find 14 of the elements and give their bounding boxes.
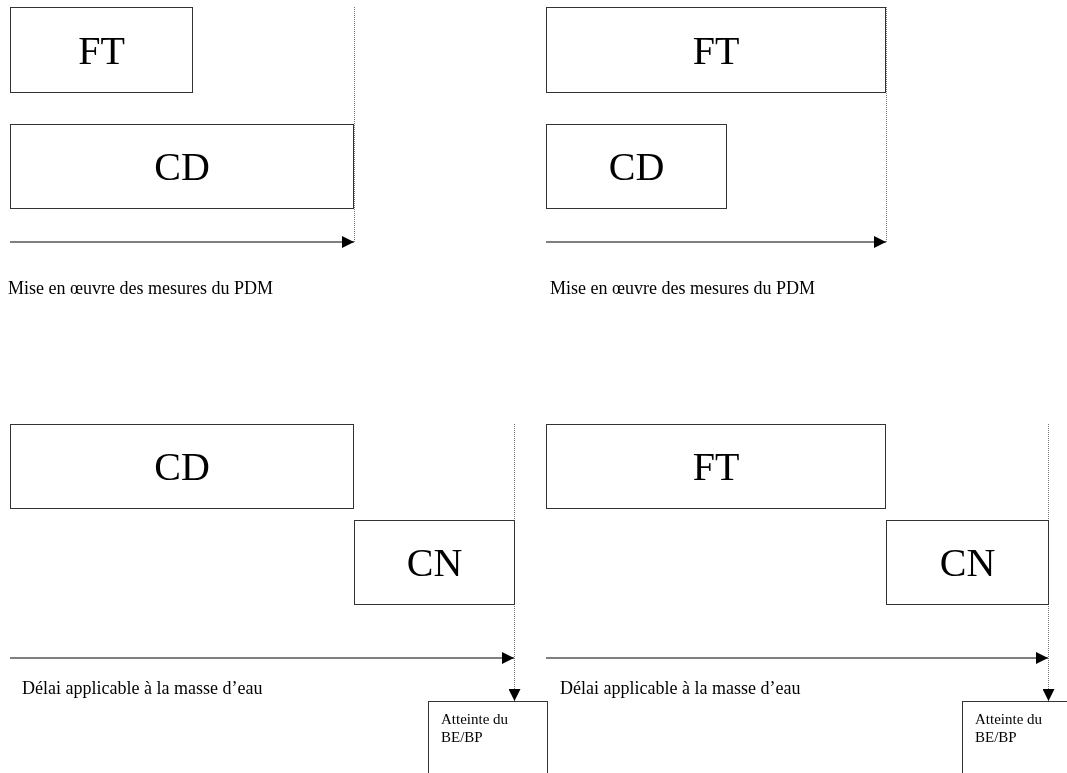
milestone-box: Atteinte du BE/BP <box>428 701 548 773</box>
phase-box: FT <box>10 7 193 93</box>
phase-box: FT <box>546 424 886 509</box>
phase-box: CN <box>886 520 1049 605</box>
phase-box: CD <box>546 124 727 209</box>
phase-box: CD <box>10 424 354 509</box>
timeline-caption: Mise en œuvre des mesures du PDM <box>550 278 815 299</box>
timeline-caption: Délai applicable à la masse d’eau <box>560 678 801 699</box>
timeline-caption: Délai applicable à la masse d’eau <box>22 678 263 699</box>
milestone-box: Atteinte du BE/BP <box>962 701 1067 773</box>
timeline-caption: Mise en œuvre des mesures du PDM <box>8 278 273 299</box>
phase-box: FT <box>546 7 886 93</box>
phase-box: CD <box>10 124 354 209</box>
phase-box: CN <box>354 520 515 605</box>
